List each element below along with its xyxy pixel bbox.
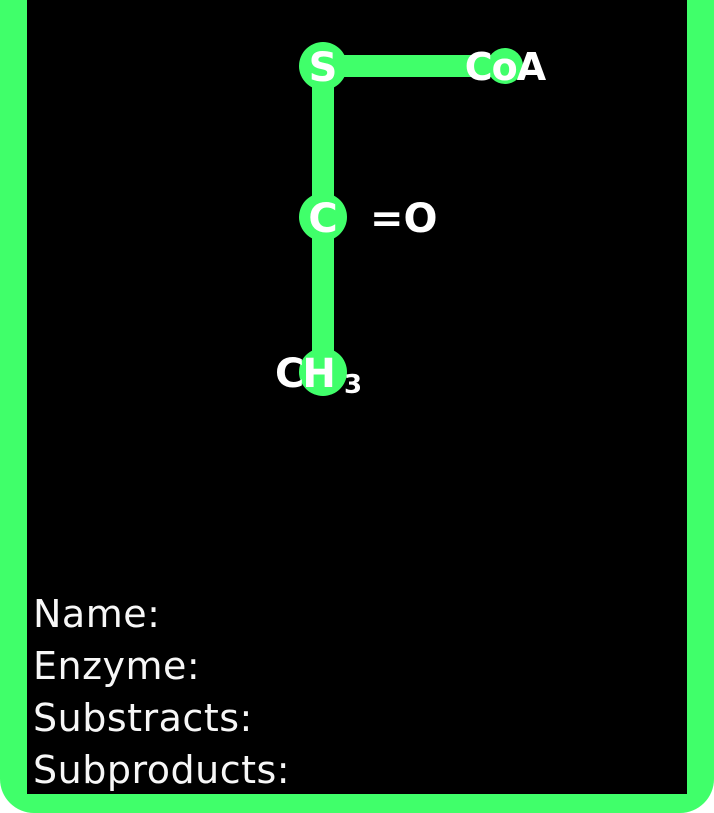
- atom-label-coa: CoA: [465, 45, 547, 89]
- atom-node-ch3: [299, 348, 347, 396]
- atom-label-methyl: CH: [275, 351, 334, 397]
- acetyl-coa-diagram: S CoA C =O CH 3: [275, 42, 548, 400]
- atom-label-s: S: [309, 45, 338, 91]
- atom-label-oxygen: =O: [370, 196, 438, 242]
- atom-label-methyl-subscript: 3: [344, 370, 362, 400]
- subproducts-label: Subproducts:: [33, 748, 291, 792]
- atom-node-c: [299, 193, 347, 241]
- enzyme-label: Enzyme:: [33, 644, 201, 688]
- reaction-info: Name: Enzyme: Substracts: Subproducts:: [33, 588, 290, 794]
- atom-node-s: [299, 42, 347, 90]
- name-label: Name:: [33, 592, 161, 636]
- substracts-label: Substracts:: [33, 696, 253, 740]
- atom-label-c: C: [308, 196, 337, 242]
- molecule-panel: S CoA C =O CH 3 Name: Enzyme: Substracts…: [27, 0, 687, 794]
- atom-node-coa: [487, 48, 523, 84]
